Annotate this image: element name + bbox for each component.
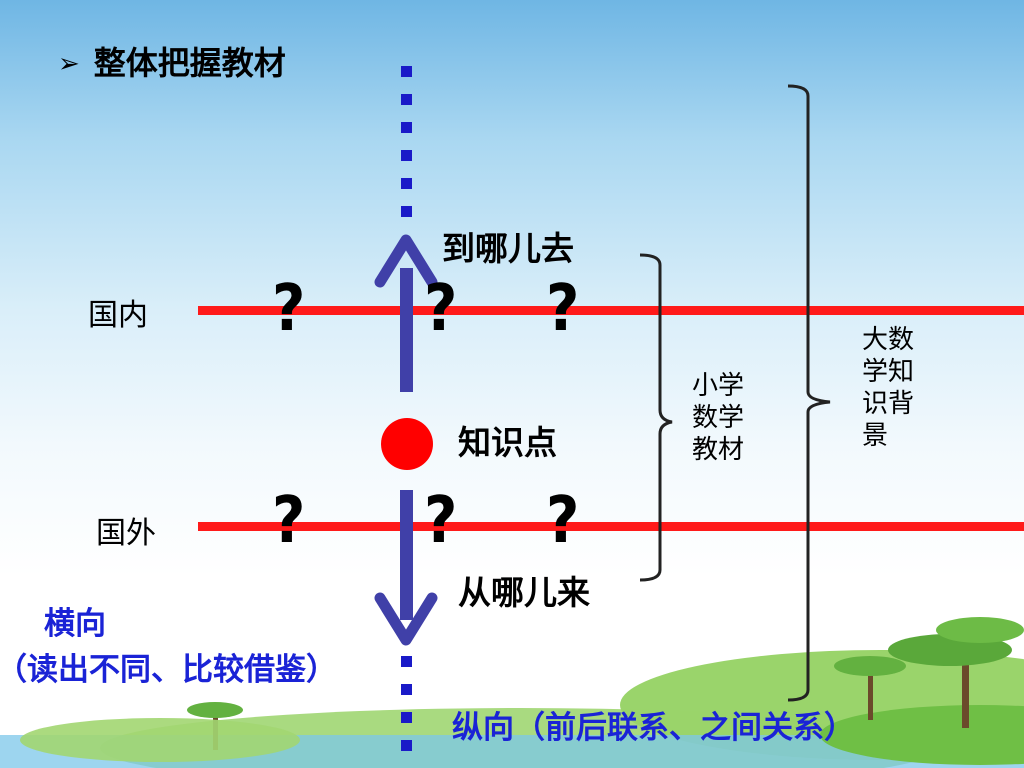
title-bullet-icon: ➢ (58, 49, 80, 79)
title-text: 整体把握教材 (93, 44, 286, 82)
foreign-line (198, 522, 1024, 531)
question-mark-bottom-2: ? (424, 484, 458, 558)
label-broad-math-background: 大数学知识背景 (862, 325, 915, 451)
question-mark-bottom-1: ? (272, 484, 306, 558)
label-where-from: 从哪儿来 (458, 573, 590, 612)
question-mark-top-1: ? (272, 272, 306, 346)
row-label-foreign: 国外 (96, 516, 156, 551)
row-label-domestic: 国内 (88, 298, 148, 333)
horizontal-note-detail: （读出不同、比较借鉴） (0, 652, 337, 688)
arrow-down-icon (374, 490, 438, 646)
label-knowledge-point: 知识点 (458, 423, 557, 462)
horizontal-note-title: 横向 (44, 606, 106, 642)
dotted-axis-top (401, 66, 412, 217)
question-mark-top-2: ? (424, 272, 458, 346)
small-bracket (639, 253, 673, 582)
vertical-note: 纵向（前后联系、之间关系） (452, 710, 855, 746)
big-bracket (787, 84, 831, 702)
domestic-line (198, 306, 1024, 315)
question-mark-bottom-3: ? (546, 484, 580, 558)
tree-mid-icon (834, 656, 906, 720)
dotted-axis-bottom (401, 656, 412, 751)
tree-right-icon (888, 617, 1024, 728)
label-where-to: 到哪儿去 (442, 229, 574, 268)
question-mark-top-3: ? (546, 272, 580, 346)
arrow-up-icon (374, 234, 438, 392)
knowledge-point-dot (381, 418, 433, 470)
label-primary-math-textbook: 小学数学教材 (692, 371, 745, 465)
page-title: ➢ 整体把握教材 (58, 38, 286, 84)
